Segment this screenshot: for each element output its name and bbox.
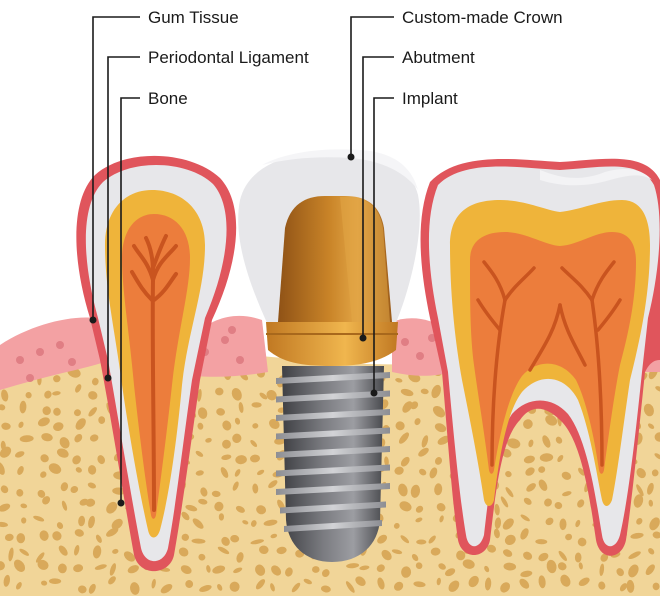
gum-dot	[26, 374, 34, 382]
gum-dot	[416, 352, 424, 360]
implant-pointer	[371, 390, 378, 397]
custom-crown-leader	[351, 17, 394, 157]
bone-pore	[21, 517, 26, 523]
bone-pointer	[118, 500, 125, 507]
gum-dot	[56, 341, 64, 349]
bone-pore	[312, 566, 320, 573]
abutment-pointer	[360, 335, 367, 342]
gum-dot	[16, 356, 24, 364]
gum-dot	[236, 356, 244, 364]
gum-dot	[228, 326, 236, 334]
label-abutment: Abutment	[402, 48, 475, 67]
custom-crown-pointer	[348, 154, 355, 161]
periodontal-ligament-pointer	[105, 375, 112, 382]
label-custom-made-crown: Custom-made Crown	[402, 8, 563, 27]
labels: Gum Tissue Periodontal Ligament Bone Cus…	[148, 8, 563, 108]
label-implant: Implant	[402, 89, 458, 108]
gum-dot	[36, 348, 44, 356]
abutment-collar	[266, 322, 398, 366]
label-gum-tissue: Gum Tissue	[148, 8, 239, 27]
gum-dot	[221, 336, 229, 344]
bone-pore	[219, 513, 224, 520]
label-bone: Bone	[148, 89, 188, 108]
bone-pore	[416, 540, 426, 545]
gum-dot	[68, 358, 76, 366]
gum-dot	[401, 338, 409, 346]
gum-tissue-pointer	[90, 317, 97, 324]
label-periodontal-ligament: Periodontal Ligament	[148, 48, 309, 67]
